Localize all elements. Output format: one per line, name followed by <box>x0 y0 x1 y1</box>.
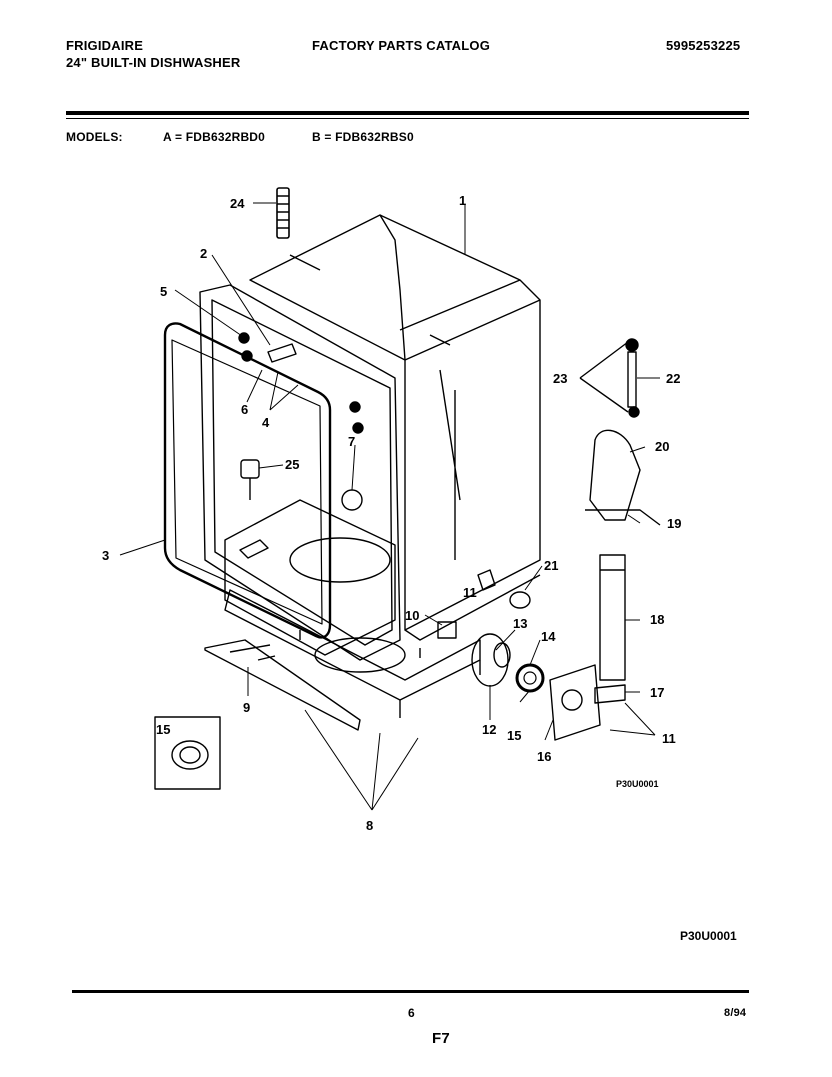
section-code: F7 <box>432 1030 450 1047</box>
label-12: 12 <box>482 722 496 737</box>
footer-rule <box>72 990 749 993</box>
part-labels: 24 1 2 5 6 4 7 25 3 9 10 11 11 12 13 14 … <box>102 193 737 943</box>
spray-arm-hub <box>341 489 363 511</box>
figure-code-small: P30U0001 <box>616 779 659 789</box>
clamp-inset <box>154 716 221 790</box>
label-15: 15 <box>507 728 521 743</box>
float-switch <box>240 459 260 500</box>
brand-name: FRIGIDAIRE <box>66 38 144 53</box>
label-20: 20 <box>655 439 669 454</box>
label-15-inset: 15 <box>156 722 170 737</box>
label-3: 3 <box>102 548 109 563</box>
catalog-number: 5995253225 <box>666 38 741 53</box>
grommet-lower <box>352 422 364 434</box>
label-10: 10 <box>405 608 419 623</box>
header-rule <box>66 111 749 115</box>
model-b: B = FDB632RBS0 <box>312 130 414 144</box>
toe-panel <box>204 639 361 731</box>
page-number: 6 <box>408 1006 415 1020</box>
label-18: 18 <box>650 612 664 627</box>
label-4: 4 <box>262 415 270 430</box>
mounting-plate <box>549 664 601 741</box>
model-a: A = FDB632RBD0 <box>163 130 266 144</box>
label-2: 2 <box>200 246 207 261</box>
label-11-upper: 11 <box>463 585 477 600</box>
impeller <box>515 663 545 693</box>
door-gasket <box>163 322 332 639</box>
grommet-6 <box>241 350 253 362</box>
label-21: 21 <box>544 558 558 573</box>
grommet-upper <box>349 401 361 413</box>
models-label: MODELS: <box>66 130 123 144</box>
label-8: 8 <box>366 818 373 833</box>
label-19: 19 <box>667 516 681 531</box>
label-9: 9 <box>243 700 250 715</box>
label-13: 13 <box>513 616 527 631</box>
print-date: 8/94 <box>724 1007 747 1019</box>
hose-clamp-assembly <box>579 338 640 418</box>
inlet-port <box>477 569 496 591</box>
tub-floor <box>224 499 406 673</box>
label-5: 5 <box>160 284 167 299</box>
label-6: 6 <box>241 402 248 417</box>
o-ring <box>509 591 531 609</box>
label-1: 1 <box>459 193 466 208</box>
label-17: 17 <box>650 685 664 700</box>
bracket-17 <box>594 684 626 704</box>
tub-body <box>249 214 541 641</box>
label-24: 24 <box>230 196 245 211</box>
label-16: 16 <box>537 749 551 764</box>
label-7: 7 <box>348 434 355 449</box>
relay-10 <box>437 621 457 639</box>
catalog-title: FACTORY PARTS CATALOG <box>312 38 491 53</box>
label-23: 23 <box>553 371 567 386</box>
leveling-bolt <box>276 187 290 239</box>
figure-code: P30U0001 <box>680 929 737 943</box>
label-11-lower: 11 <box>662 731 676 746</box>
label-25: 25 <box>285 457 299 472</box>
header-rule-thin <box>66 118 749 119</box>
product-name: 24" BUILT-IN DISHWASHER <box>66 55 241 70</box>
tub-opening-frame <box>199 284 401 661</box>
label-14: 14 <box>541 629 556 644</box>
leader-lines <box>119 202 660 811</box>
hose-assembly <box>585 429 661 681</box>
label-22: 22 <box>666 371 680 386</box>
clip-2 <box>267 343 297 363</box>
base-frame <box>224 589 481 718</box>
